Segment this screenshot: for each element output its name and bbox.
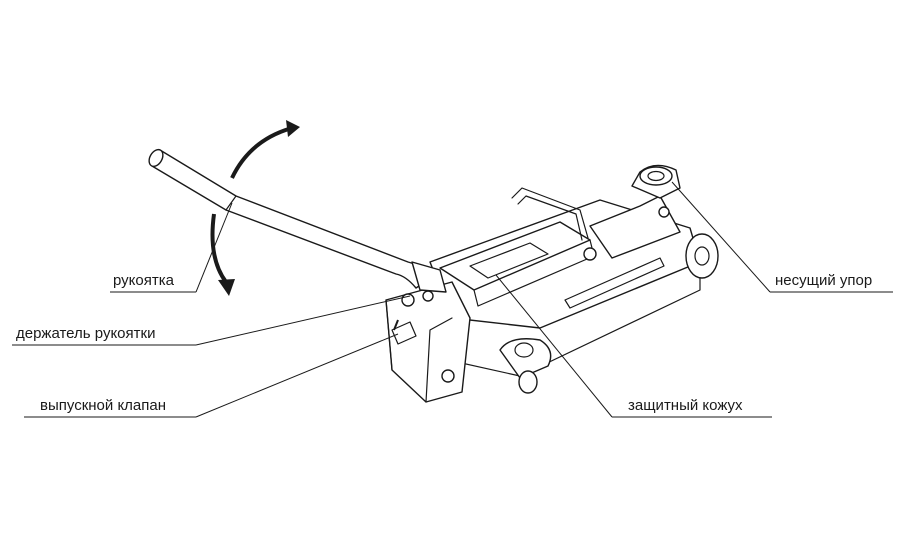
handle-motion-arrows — [210, 120, 300, 296]
jack-handle — [148, 148, 447, 293]
label-load-saddle: несущий упор — [775, 272, 873, 289]
label-handle-holder: держатель рукоятки — [16, 325, 156, 342]
leader-lines — [12, 181, 893, 418]
label-protective-cover: защитный кожух — [628, 397, 743, 414]
label-handle: рукоятка — [113, 272, 174, 289]
jack-frame — [385, 164, 719, 403]
label-release-valve: выпускной клапан — [40, 397, 167, 414]
